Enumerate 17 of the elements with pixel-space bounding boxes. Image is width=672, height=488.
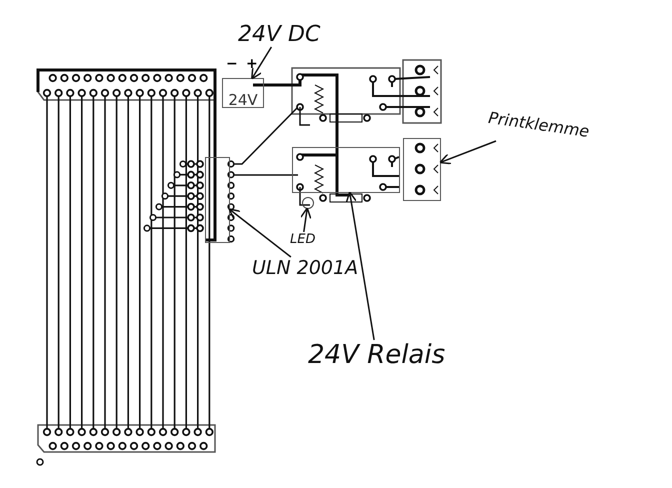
leader-arrow: [346, 191, 375, 340]
led-outline: [302, 197, 314, 209]
component-outline: [205, 157, 230, 243]
power-connector: 24V: [222, 78, 264, 108]
polarity-sign: −: [226, 56, 238, 72]
handwritten-annotation: 24V Relais: [308, 340, 446, 370]
polarity-sign: +: [246, 56, 258, 72]
handwritten-annotation: Printklemme: [487, 108, 590, 141]
leader-arrow: [228, 208, 292, 258]
component-outline: [403, 138, 441, 201]
leader-arrow: [251, 46, 272, 80]
component-outline: [292, 147, 400, 193]
handwritten-annotation: LED: [290, 232, 316, 247]
leader-arrow: [439, 140, 496, 164]
handwritten-annotation: ULN 2001A: [252, 257, 358, 279]
leader-arrow: [300, 207, 312, 232]
handwritten-annotation: 24V DC: [238, 22, 320, 47]
